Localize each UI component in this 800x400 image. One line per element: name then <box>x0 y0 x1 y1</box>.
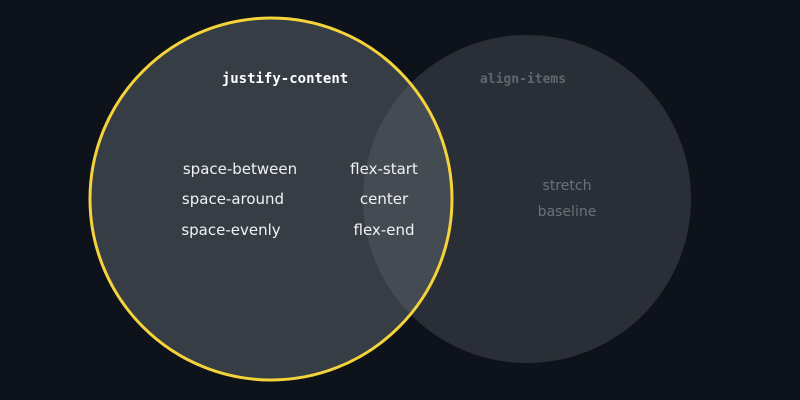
intersection-item-flex-end: flex-end <box>353 221 415 239</box>
left-set-circle <box>90 18 452 380</box>
left-item-space-evenly: space-evenly <box>181 221 281 239</box>
right-set-circle <box>363 35 691 363</box>
right-set-title: align-items <box>479 72 567 87</box>
intersection-item-flex-start: flex-start <box>350 160 418 178</box>
right-item-stretch: stretch <box>542 178 592 194</box>
left-item-space-around: space-around <box>181 190 285 208</box>
left-item-space-between: space-between <box>182 160 298 178</box>
left-set-title: justify-content <box>221 71 349 87</box>
intersection-item-center: center <box>359 190 409 208</box>
left-set-outline <box>88 16 454 382</box>
right-item-baseline: baseline <box>537 204 597 220</box>
